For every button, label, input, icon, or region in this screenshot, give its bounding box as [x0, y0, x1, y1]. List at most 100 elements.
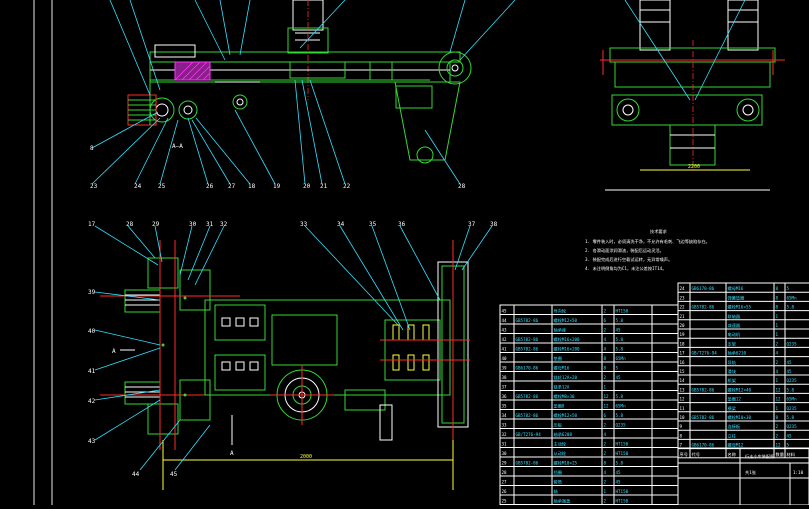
bom-cell: 12	[776, 443, 782, 448]
bom-cell: 4	[776, 351, 779, 356]
balloon: 40	[88, 328, 96, 335]
bom-cell: GB/T276-94	[692, 351, 718, 356]
bom-cell: 5.8	[616, 347, 624, 352]
bom-cell: 4	[604, 337, 607, 342]
balloon: 43	[88, 438, 96, 445]
bom-cell: 45	[502, 309, 508, 314]
bom-cell: 轴承6210	[728, 350, 747, 357]
bom-cell: GB6170-86	[692, 286, 715, 291]
bom-cell: 1	[776, 314, 779, 319]
balloon: 28	[126, 221, 134, 228]
bom-cell: 36	[502, 394, 508, 399]
bom-cell: 45	[616, 328, 622, 333]
bom-cell: 22	[680, 305, 686, 310]
bom-cell: 31	[502, 442, 508, 447]
bom-cell: 螺栓M16×200	[554, 336, 581, 343]
dimension-text: 2200	[688, 164, 700, 170]
bom-cell: Q235	[787, 378, 798, 383]
bom-cell: 20	[680, 323, 686, 328]
balloon: 26	[206, 183, 214, 190]
bom-cell: 垫圈	[554, 355, 562, 362]
bom-cell: 2	[776, 360, 779, 365]
bom-cell: 螺栓M8×30	[554, 393, 575, 400]
bom-cell: 65Mn	[616, 356, 627, 361]
bom-cell: 5.8	[616, 461, 624, 466]
tech-note: 3. 装配完成后进行空载试运转，无异常噪声。	[585, 256, 672, 263]
bom-cell: 26	[502, 489, 508, 494]
bom-cell: Q235	[787, 341, 798, 346]
bom-cell: 12	[776, 387, 782, 392]
bom-cell: 11	[680, 406, 686, 411]
bom-frame	[499, 304, 679, 505]
bom-cell: 弹簧垫圈	[728, 294, 745, 301]
bom-cell: 链条12A	[554, 384, 570, 391]
bom-cell: 代号	[692, 451, 700, 458]
bom-cell: 45	[616, 470, 622, 475]
tech-notes-title: 技术要求	[650, 228, 668, 235]
bom-cell: GB6170-86	[692, 443, 715, 448]
bom-cell: 19	[680, 332, 686, 337]
bom-cell: 8	[680, 433, 683, 438]
bom-cell: 65Mn	[787, 295, 798, 300]
bom-cell: 垫圈8	[554, 403, 565, 410]
bom-cell: 4	[604, 432, 607, 437]
bom-cell: 螺栓M12×50	[554, 412, 578, 419]
bom-cell: 4	[776, 369, 779, 374]
bom-cell: 5	[787, 443, 790, 448]
drawing-sheet: 共1张	[745, 469, 757, 476]
guide-roller	[438, 51, 472, 85]
bom-cell: 1	[776, 378, 779, 383]
bom-cell: 5.8	[787, 305, 795, 310]
bom-cell: 8	[776, 286, 779, 291]
bom-cell: 压板	[554, 422, 563, 429]
technical-notes: 技术要求 1. 零件装入时，必须清洗干净，不允许有毛刺、飞边等缺陷存在。 2. …	[585, 228, 710, 272]
bom-cell: 机架	[728, 377, 736, 384]
tech-note: 2. 各滑动面涂润滑油，装配后运动灵活。	[585, 247, 664, 254]
bom-cell: 45	[616, 375, 622, 380]
title-block: 行走小车装配图 1:10 共1张	[677, 447, 809, 506]
bom-cell: 10	[680, 415, 686, 420]
section-mark: A	[230, 450, 234, 457]
bom-cell: 2	[604, 328, 607, 333]
balloon: 21	[320, 183, 328, 190]
balloon: 18	[248, 183, 256, 190]
bom-cell: 1	[776, 323, 779, 328]
balloon: 23	[90, 183, 98, 190]
dimension-text: 2000	[300, 454, 312, 460]
bom-cell: 挡圈	[554, 469, 562, 476]
bom-cell: 8	[776, 305, 779, 310]
bom-cell: 2	[604, 451, 607, 456]
bom-cell: 主动轮	[554, 441, 567, 448]
bom-cell: 24	[680, 286, 686, 291]
bom-cell: 28	[502, 470, 508, 475]
bom-cell: 支架	[728, 340, 736, 347]
bom-cell: GB5782-86	[516, 318, 539, 323]
bom-cell: 2	[776, 341, 779, 346]
bom-cell: 横梁	[728, 405, 737, 412]
bom-cell: 螺栓M10×30	[728, 414, 752, 421]
bom-cell: 1	[776, 406, 779, 411]
bom-cell: 电动机	[728, 331, 741, 338]
balloon: 45	[170, 471, 178, 478]
bom-cell: 5.8	[787, 387, 795, 392]
drawing-scale: 1:10	[793, 470, 804, 475]
bom-cell: 12	[604, 404, 610, 409]
bom-cell: 2	[604, 309, 607, 314]
bom-cell: 5	[787, 286, 790, 291]
bom-cell: 立柱	[728, 432, 737, 439]
bom-cell: 14	[680, 378, 686, 383]
bom-cell: 8	[776, 295, 779, 300]
bom-cell: 2	[604, 442, 607, 447]
bom-cell: 螺栓M10×25	[554, 460, 578, 467]
balloon: 31	[206, 221, 214, 228]
bom-cell: GB/T276-94	[516, 432, 542, 437]
bom-cell: 8	[604, 366, 607, 371]
balloon: 39	[88, 289, 96, 296]
bom-cell: 45	[787, 369, 793, 374]
bom-cell: HT150	[616, 309, 629, 314]
bom-cell: 21	[680, 314, 686, 319]
bom-cell: 2	[604, 423, 607, 428]
